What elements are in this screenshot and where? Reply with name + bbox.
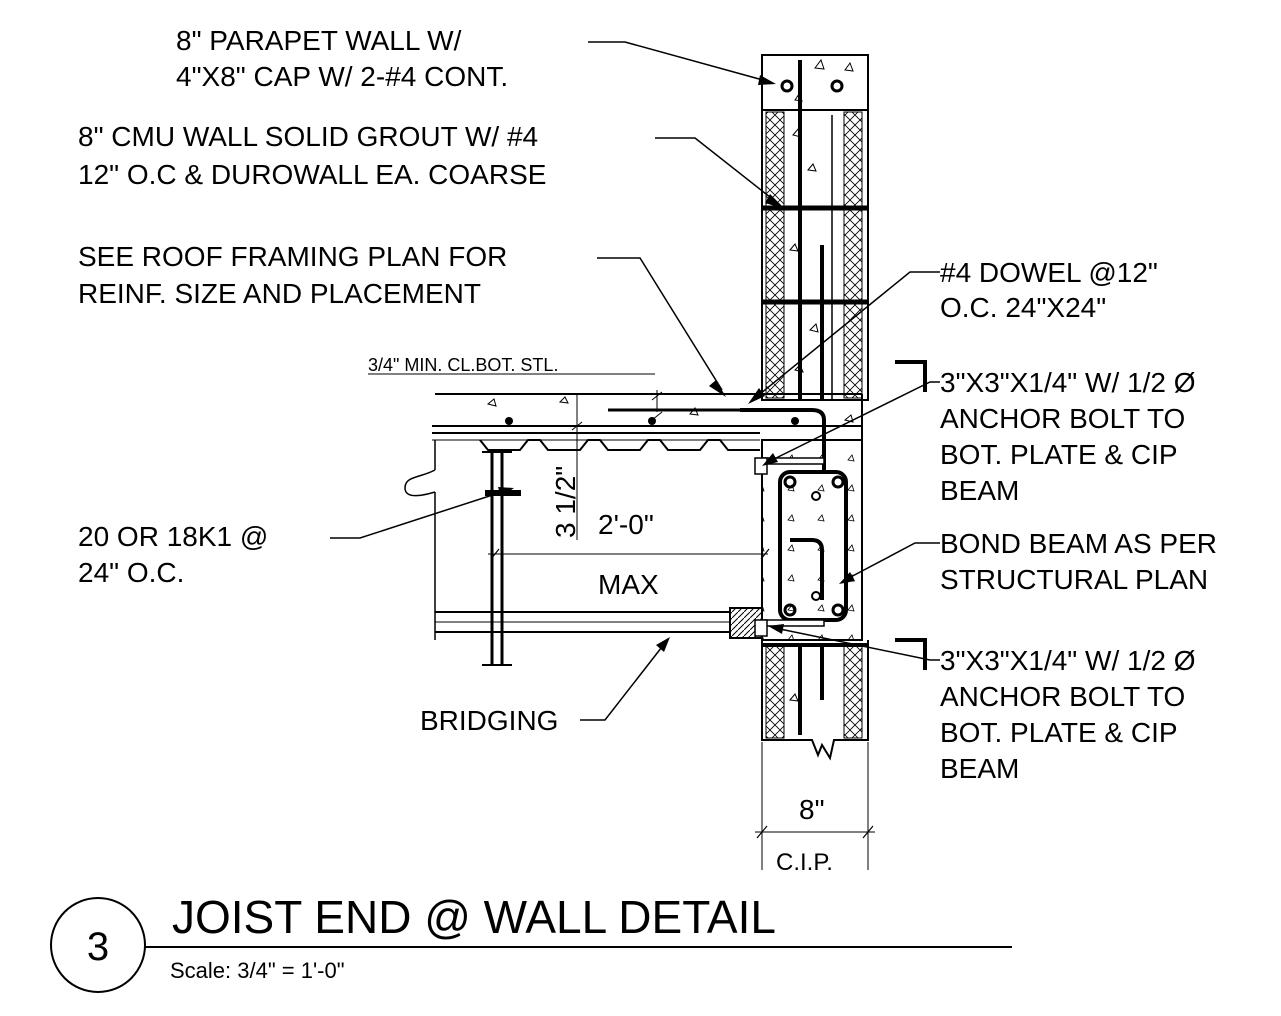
annotation-notes: 8" PARAPET WALL W/ 4"X8" CAP W/ 2-#4 CON… — [78, 25, 1217, 784]
cmu-face-shell-right — [843, 111, 863, 399]
leader-roof-framing — [597, 257, 723, 391]
detail-number-bubble — [50, 897, 146, 993]
cap-rebar-right — [830, 79, 844, 93]
slab-bottom-rebar-1 — [505, 417, 513, 425]
note-cmu-line2: 12" O.C & DUROWALL EA. COARSE — [78, 159, 546, 190]
angle-symbol-top — [895, 360, 927, 392]
note-angle-top-line3: BOT. PLATE & CIP — [940, 439, 1178, 470]
dim-span: 2'-0" — [598, 509, 654, 540]
cmu-face-shell-left — [765, 111, 785, 399]
note-bridging: BRIDGING — [420, 705, 558, 736]
dim-wall-width: 8" — [799, 794, 825, 825]
dim-span-max: MAX — [598, 569, 659, 600]
title-block: 3 JOIST END @ WALL DETAIL Scale: 3/4" = … — [50, 891, 1012, 993]
note-dowel-line1: #4 DOWEL @12" — [940, 257, 1158, 288]
note-joist-line2: 24" O.C. — [78, 557, 184, 588]
note-roof-line2: REINF. SIZE AND PLACEMENT — [78, 278, 481, 309]
leader-joist — [330, 489, 509, 539]
roof-slab — [432, 393, 863, 470]
note-angle-bottom-line3: BOT. PLATE & CIP — [940, 717, 1178, 748]
note-parapet-line1: 8" PARAPET WALL W/ — [176, 25, 462, 56]
note-angle-top-line2: ANCHOR BOLT TO — [940, 403, 1185, 434]
note-angle-top-line4: BEAM — [940, 475, 1019, 506]
leader-angle-top — [767, 381, 940, 463]
detail-title: JOIST END @ WALL DETAIL — [172, 891, 776, 943]
note-bond-beam-line1: BOND BEAM AS PER — [940, 528, 1217, 559]
note-joist-line1: 20 OR 18K1 @ — [78, 521, 268, 552]
note-angle-top-line1: 3"X3"X1/4" W/ 1/2 Ø — [940, 367, 1196, 398]
leader-angle-bottom — [774, 627, 940, 661]
detail-number: 3 — [87, 925, 109, 969]
leader-bridging — [580, 642, 666, 721]
leader-lines — [330, 41, 940, 721]
leader-dowel — [754, 271, 940, 399]
detail-scale: Scale: 3/4" = 1'-0" — [170, 958, 345, 983]
leader-cmu-wall — [655, 137, 781, 206]
note-dowel-line2: O.C. 24"X24" — [940, 292, 1106, 323]
leader-bond-beam — [844, 542, 940, 581]
angle-symbol-bottom — [895, 638, 927, 670]
note-cmu-line1: 8" CMU WALL SOLID GROUT W/ #4 — [78, 121, 538, 152]
note-clearance: 3/4" MIN. CL.BOT. STL. — [368, 355, 558, 375]
metal-deck — [479, 439, 760, 451]
cmu-wall-upper — [761, 60, 869, 401]
note-angle-bottom-line1: 3"X3"X1/4" W/ 1/2 Ø — [940, 645, 1196, 676]
note-parapet-line2: 4"X8" CAP W/ 2-#4 CONT. — [176, 61, 508, 92]
note-roof-line1: SEE ROOF FRAMING PLAN FOR — [78, 241, 507, 272]
bond-beam — [761, 439, 863, 641]
slab-bottom-rebar-3 — [791, 417, 799, 425]
cmu-wall-lower — [761, 640, 869, 761]
parapet-cap — [761, 54, 869, 111]
bottom-bearing-plate — [761, 619, 825, 627]
leader-parapet — [588, 41, 771, 83]
dim-bearing-depth: 3 1/2" — [550, 466, 581, 538]
note-angle-bottom-line2: ANCHOR BOLT TO — [940, 681, 1185, 712]
dimension-text: 3 1/2" 2'-0" MAX 8" C.I.P. — [550, 466, 833, 876]
steel-joist — [404, 440, 768, 666]
note-bond-beam-line2: STRUCTURAL PLAN — [940, 564, 1208, 595]
cap-rebar-left — [780, 79, 794, 93]
dimension-lines — [488, 390, 875, 870]
dim-cip: C.I.P. — [776, 849, 833, 876]
note-angle-bottom-line4: BEAM — [940, 753, 1019, 784]
